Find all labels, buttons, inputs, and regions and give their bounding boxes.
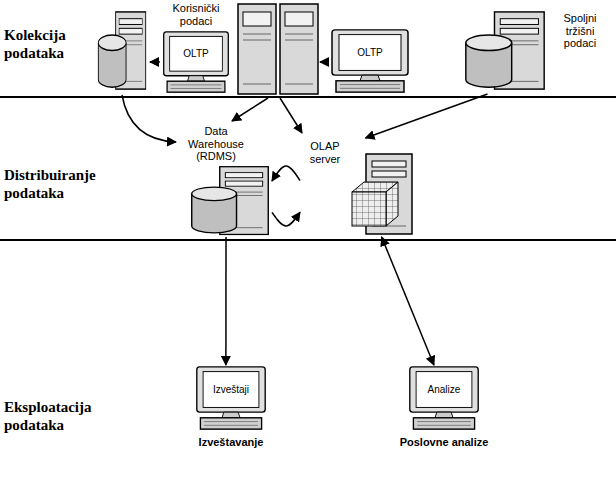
node-label: Poslovne analize [388,436,500,449]
monitor-icon [408,365,480,431]
screen-text: OLTP [340,36,400,70]
olap-icon [350,152,414,236]
server-icon [98,12,145,89]
server-icon [462,10,548,92]
node-label: Izveštavanje [180,436,282,449]
band-label: Eksploatacija podataka [4,398,118,434]
node-label: Data Warehouse (RDMS) [180,125,252,163]
node-label: Spoljni tržišni podaci [550,12,610,50]
band-label: Kolekcija podataka [4,26,114,62]
screen-text: Analize [417,373,471,407]
report-terminal: IzveštajiIzveštavanje [180,365,282,460]
monitor-icon [162,30,230,94]
market-data-server: Spoljni tržišni podaci [462,8,612,94]
band-divider [0,97,616,240]
server-icon [188,165,272,237]
screen-text: OLTP [171,37,222,70]
data-warehouse-server: Data Warehouse (RDMS) [180,125,272,237]
oltp-terminal: Korisnički podaciOLTP [160,2,232,94]
node-label: Korisnički podaci [160,2,232,27]
analysis-terminal: AnalizePoslovne analize [388,365,500,460]
data-flow-arrow [225,237,227,365]
monitor-icon [330,28,410,94]
band-label: Distribuiranje podataka [4,166,118,202]
data-flow-arrow [272,212,300,226]
oltp-terminal: OLTP [328,28,412,94]
monitor-icon [195,365,267,431]
olap-server: OLAP server [300,138,415,237]
node-label: OLAP server [300,140,350,165]
screen-text: Izveštaji [204,373,258,407]
data-flow-arrow [272,166,300,181]
mainframe-icon [238,4,318,94]
data-flow-arrow [382,237,434,365]
data-flow-arrow [366,94,488,138]
